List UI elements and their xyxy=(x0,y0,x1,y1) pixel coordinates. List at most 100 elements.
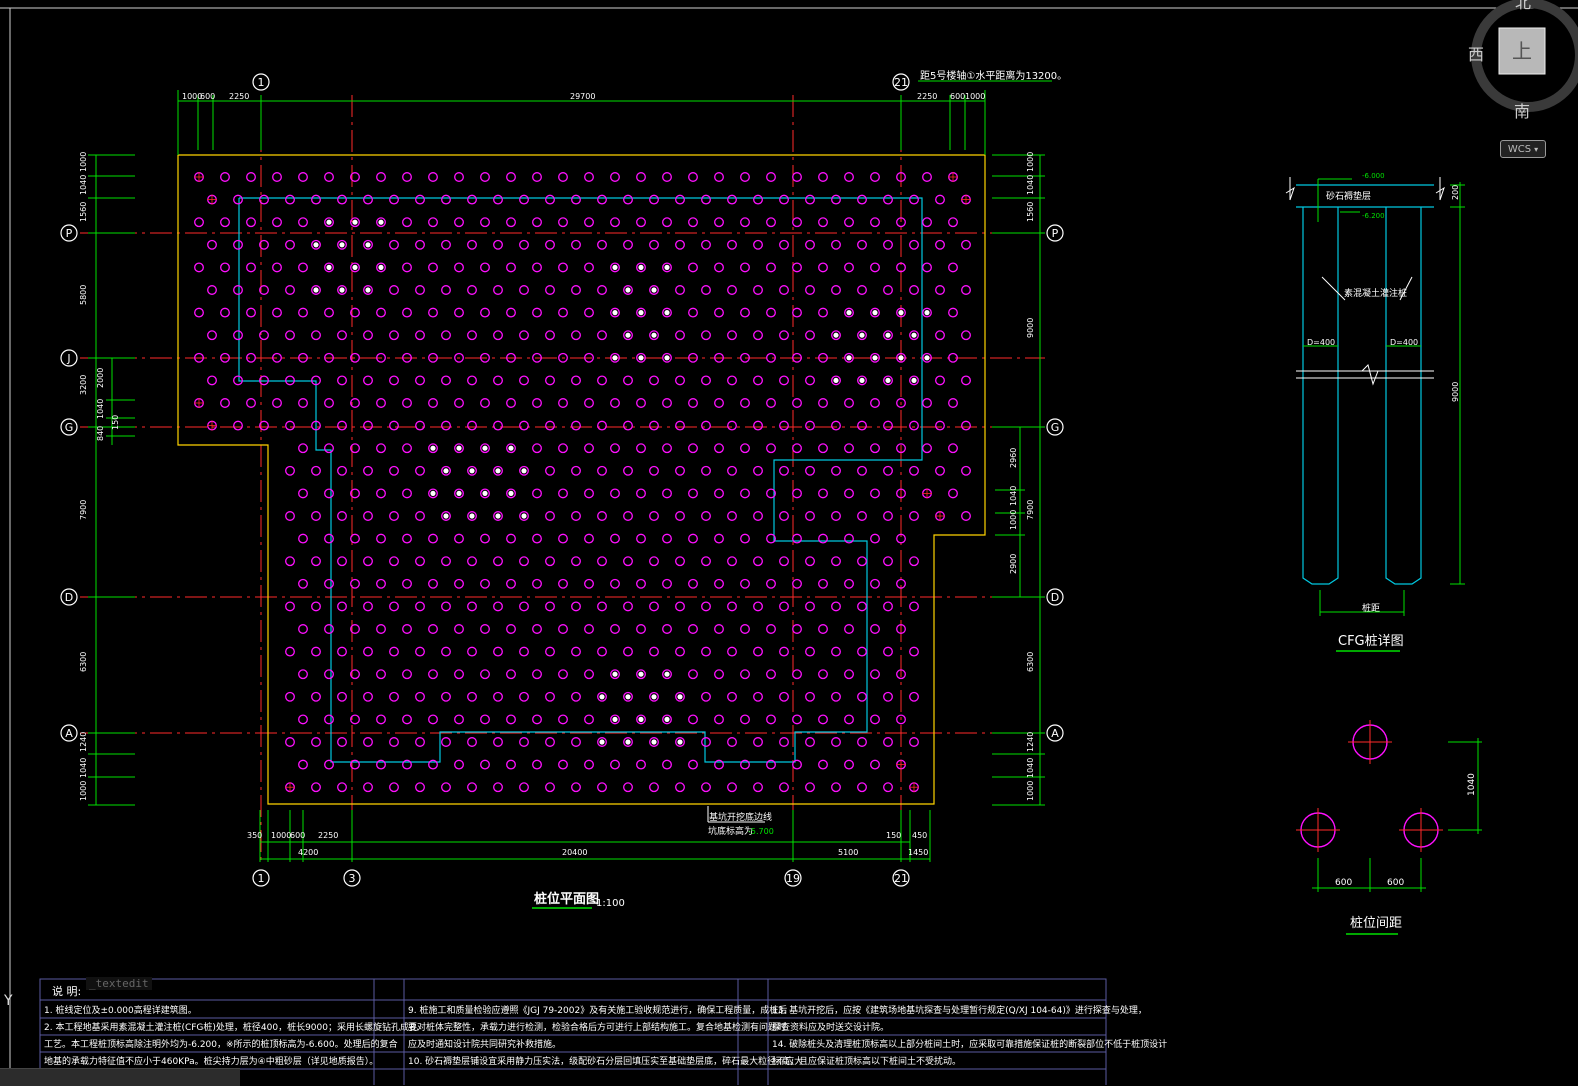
axis-bubble: G xyxy=(60,418,78,436)
pile xyxy=(857,375,867,386)
note-line: 探查资料应及时送交设计院。 xyxy=(772,1021,889,1033)
pile xyxy=(922,488,932,499)
pile xyxy=(792,624,802,634)
pile xyxy=(454,307,464,318)
pile xyxy=(311,420,321,431)
axis-bubble-label: 3 xyxy=(349,872,356,885)
pile xyxy=(623,782,633,793)
pile xyxy=(558,714,568,725)
pile xyxy=(753,420,763,431)
pile xyxy=(272,217,282,228)
dim-text: 7900 xyxy=(79,500,88,520)
pile xyxy=(727,646,737,657)
dim-text: 150 xyxy=(111,415,120,430)
pile xyxy=(441,556,451,567)
pile xyxy=(454,533,464,544)
pile xyxy=(805,285,815,295)
pile xyxy=(571,646,581,657)
view-cube[interactable]: 上 北 西 南 xyxy=(1468,0,1578,125)
pile xyxy=(246,262,256,273)
pile xyxy=(207,285,217,295)
pile xyxy=(649,194,659,205)
pile xyxy=(896,578,906,589)
pile xyxy=(766,533,776,544)
pile xyxy=(883,465,893,476)
dim-text: 7900 xyxy=(1026,500,1035,520)
pile xyxy=(909,601,919,612)
pile xyxy=(337,330,347,341)
pile xyxy=(311,330,321,341)
pile xyxy=(597,375,607,386)
pile xyxy=(844,443,854,454)
pile xyxy=(441,194,451,205)
pile xyxy=(298,669,308,680)
pile xyxy=(571,511,581,521)
pile xyxy=(272,262,282,273)
pile xyxy=(831,601,841,612)
pile xyxy=(766,262,776,273)
pile xyxy=(350,533,360,544)
pile xyxy=(740,488,750,499)
pile xyxy=(623,511,633,521)
pile xyxy=(636,217,646,228)
pile xyxy=(545,465,555,476)
pile xyxy=(220,398,230,408)
status-bar[interactable] xyxy=(0,1068,240,1086)
pile xyxy=(662,759,672,770)
pile xyxy=(662,352,672,363)
pile xyxy=(779,691,789,702)
pile xyxy=(714,217,724,228)
pile xyxy=(363,737,373,747)
pile xyxy=(376,398,386,408)
pile xyxy=(194,352,204,363)
pile xyxy=(350,624,360,634)
dim-text: 1000 xyxy=(182,92,202,101)
compass-west[interactable]: 西 xyxy=(1468,45,1484,64)
dim-text: 9000 xyxy=(1026,318,1035,338)
pile xyxy=(675,194,685,205)
pile xyxy=(571,465,581,476)
pile xyxy=(818,624,828,634)
pile xyxy=(441,737,451,747)
pile xyxy=(805,465,815,476)
compass-north[interactable]: 北 xyxy=(1515,0,1531,12)
pile xyxy=(207,330,217,341)
pile xyxy=(727,420,737,431)
pile xyxy=(298,352,308,363)
pile xyxy=(415,194,425,205)
compass-south[interactable]: 南 xyxy=(1514,102,1530,121)
pile xyxy=(649,691,659,702)
wcs-menu-button[interactable]: WCS ▾ xyxy=(1500,140,1546,158)
pile xyxy=(883,556,893,567)
pile xyxy=(753,330,763,341)
pile xyxy=(298,443,308,454)
pile xyxy=(441,601,451,612)
pile xyxy=(480,533,490,544)
pile xyxy=(779,511,789,521)
pile xyxy=(636,669,646,680)
pile xyxy=(740,352,750,363)
pile xyxy=(727,465,737,476)
pile xyxy=(844,172,854,182)
pile xyxy=(844,624,854,634)
pile xyxy=(701,511,711,521)
pile xyxy=(441,375,451,386)
pile xyxy=(402,217,412,228)
pile xyxy=(870,352,880,363)
pile xyxy=(454,624,464,634)
pile xyxy=(714,352,724,363)
pile xyxy=(493,420,503,431)
pile xyxy=(467,737,477,747)
view-cube-face[interactable] xyxy=(1498,27,1546,75)
pile xyxy=(311,194,321,205)
pile xyxy=(207,239,217,250)
pile xyxy=(506,443,516,454)
pile xyxy=(350,578,360,589)
pile xyxy=(272,352,282,363)
note-line: 要对桩体完整性，承载力进行检测，检验合格后方可进行上部结构施工。复合地基检测有问… xyxy=(408,1021,786,1033)
pile xyxy=(740,398,750,408)
pile xyxy=(311,375,321,386)
pile xyxy=(675,556,685,567)
pile xyxy=(259,239,269,250)
